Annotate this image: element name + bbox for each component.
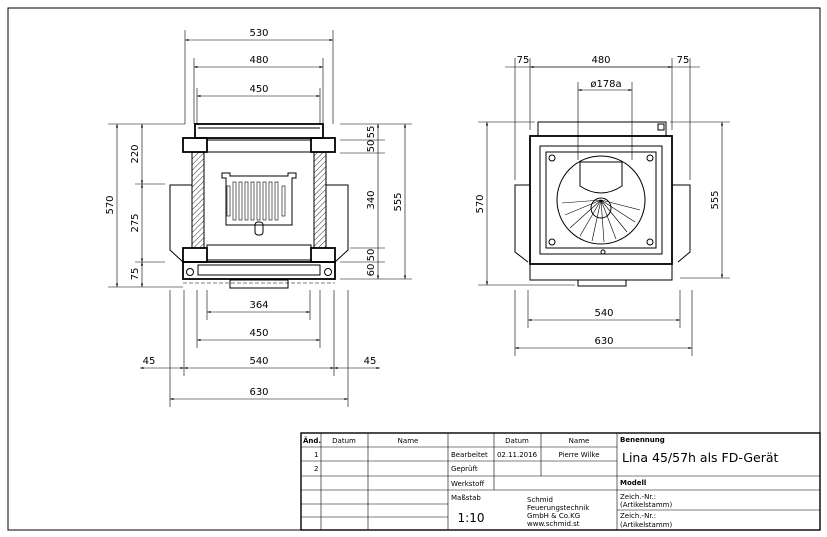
right-view-dimensions: 75 480 75 ø178a 570 555 540 630 [475, 55, 730, 356]
front-section-view [169, 123, 349, 289]
zeich-nr-2-sub: (Artikelstamm) [620, 521, 672, 529]
rev-header-date: Datum [332, 437, 356, 445]
company-line-2: Feuerungstechnik [527, 504, 590, 512]
dim-364: 364 [249, 300, 268, 311]
dim-450-top: 450 [249, 84, 268, 95]
zeich-nr-1-sub: (Artikelstamm) [620, 501, 672, 509]
dim-570-right: 570 [475, 194, 486, 213]
dim-540-right: 540 [594, 308, 613, 319]
zeich-nr-1-label: Zeich.-Nr.: [620, 493, 656, 501]
top-lid [194, 123, 324, 139]
fan-housing [556, 155, 646, 245]
corner-block [182, 137, 208, 153]
corner-block [310, 247, 336, 263]
dim-75: 75 [130, 268, 141, 281]
dim-530: 530 [249, 28, 268, 39]
insulation-wall-left [191, 151, 205, 249]
dim-450-bottom: 450 [249, 328, 268, 339]
title-block: Änd. Datum Name 1 2 Datum Name Bearbeite… [300, 432, 821, 531]
dim-275: 275 [130, 213, 141, 232]
top-view [514, 121, 691, 287]
dim-60: 60 [366, 264, 377, 277]
rev-row-2: 2 [314, 465, 318, 473]
dim-555: 555 [393, 192, 404, 211]
benennung-label: Benennung [620, 436, 665, 444]
dim-flue-diameter: ø178a [590, 79, 621, 90]
base [182, 261, 336, 280]
modell-label: Modell [620, 479, 646, 487]
company-website: www.schmid.st [527, 520, 580, 528]
insulation-wall-right [313, 151, 327, 249]
header-name: Name [569, 437, 590, 445]
corner-block [182, 247, 208, 263]
dim-50-bottom: 50 [366, 249, 377, 262]
company-line-3: GmbH & Co.KG [527, 512, 580, 520]
dim-630-right: 630 [594, 336, 613, 347]
dim-340: 340 [366, 190, 377, 209]
corner-block [310, 137, 336, 153]
dim-570: 570 [105, 195, 116, 214]
rev-row-1: 1 [314, 451, 318, 459]
dim-45-left: 45 [143, 356, 156, 367]
massstab-label: Maßstab [451, 494, 481, 502]
dim-75-right: 75 [677, 55, 690, 66]
bearbeitet-label: Bearbeitet [451, 451, 488, 459]
grate [221, 172, 297, 226]
dim-45-right: 45 [364, 356, 377, 367]
drawing-title: Lina 45/57h als FD-Gerät [622, 450, 778, 465]
dim-480: 480 [249, 55, 268, 66]
header-date: Datum [505, 437, 529, 445]
flue-outlet [579, 161, 623, 194]
dim-55: 55 [366, 126, 377, 139]
dim-555-right: 555 [710, 190, 721, 209]
bearbeitet-date: 02.11.2016 [497, 451, 538, 459]
geprueft-label: Geprüft [451, 465, 478, 473]
rev-header-nr: Änd. [303, 436, 321, 445]
scale-value: 1:10 [458, 511, 485, 525]
company-line-1: Schmid [527, 496, 553, 504]
werkstoff-label: Werkstoff [451, 480, 484, 488]
dim-75-left: 75 [517, 55, 530, 66]
rev-header-name: Name [398, 437, 419, 445]
dim-480-right: 480 [591, 55, 610, 66]
left-view-dimensions: 530 480 450 570 220 275 75 55 50 340 50 … [105, 28, 412, 407]
dim-50-top: 50 [366, 140, 377, 153]
fan-blades [561, 199, 641, 243]
dim-630: 630 [249, 387, 268, 398]
zeich-nr-2-label: Zeich.-Nr.: [620, 512, 656, 520]
bearbeitet-name: Pierre Wilke [558, 451, 599, 459]
dim-540: 540 [249, 356, 268, 367]
dim-220: 220 [130, 144, 141, 163]
